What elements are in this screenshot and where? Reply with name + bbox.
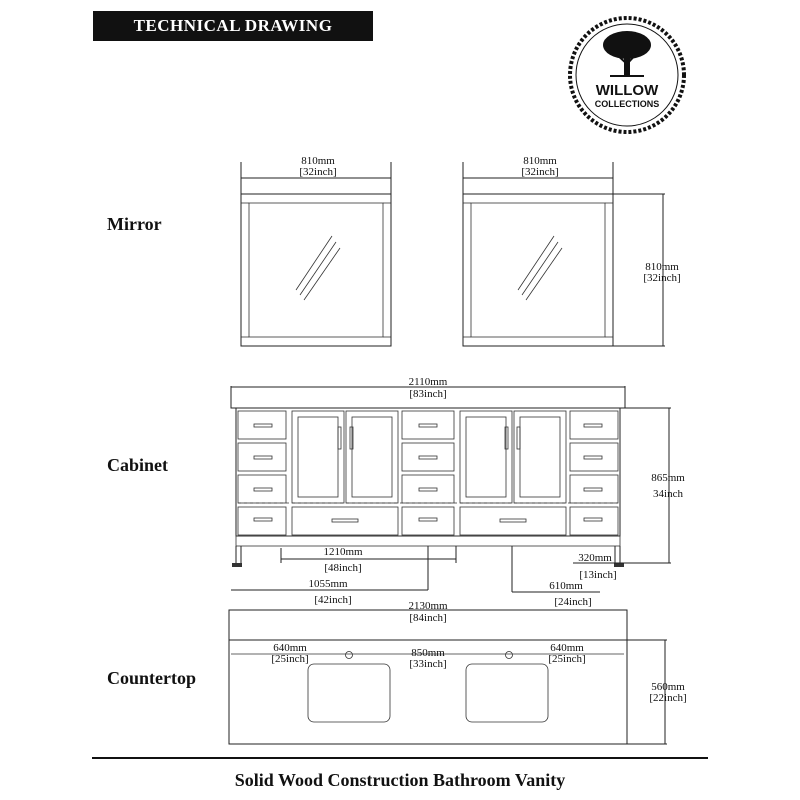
cabinet-elevation: 2110mm [83inch] [230, 376, 685, 608]
dim-counter-left-mm: 640mm [273, 642, 307, 654]
page-title: TECHNICAL DRAWING [93, 11, 373, 41]
dim-counter-right-in: [25inch] [548, 653, 585, 665]
logo-wordmark: WILLOW [596, 82, 659, 99]
dim-mirror-height-in: [32inch] [643, 272, 680, 284]
dim-cabinet-width-in: [83inch] [409, 388, 446, 400]
dim-counter-depth-in: [22inch] [649, 692, 686, 704]
dim-mirror-right-in: [32inch] [521, 166, 558, 178]
countertop-plan: 2130mm [84inch] 640mm [25inch] 850mm [33… [228, 600, 687, 745]
section-label-countertop: Countertop [107, 668, 196, 688]
dim-mirror-left-mm: 810mm [301, 155, 335, 167]
dim-cabinet-depth-in: [24inch] [554, 596, 591, 608]
sink-right [465, 663, 549, 723]
footer-divider [92, 757, 708, 759]
dim-mirror-left-in: [32inch] [299, 166, 336, 178]
footer-caption: Solid Wood Construction Bathroom Vanity [234, 770, 566, 790]
faucet-hole-left [345, 651, 353, 659]
dim-counter-mid-mm: 850mm [411, 647, 445, 659]
dim-cabinet-depth-mm: 610mm [549, 580, 583, 592]
dim-counter-mid-in: [33inch] [409, 658, 446, 670]
dim-cabinet-offset-in: [42inch] [314, 594, 351, 606]
brand-logo: WILLOW COLLECTIONS [568, 16, 686, 134]
dim-cabinet-center-in: [48inch] [324, 562, 361, 574]
section-label-mirror: Mirror [107, 214, 162, 234]
dim-counter-right-mm: 640mm [550, 642, 584, 654]
mirror-left: 810mm [32inch] [240, 155, 392, 347]
tree-icon [603, 31, 651, 77]
dim-mirror-height-mm: 810mm [645, 261, 679, 273]
dim-mirror-right-mm: 810mm [523, 155, 557, 167]
faucet-hole-right [505, 651, 513, 659]
dim-cabinet-width-mm: 2110mm [409, 376, 448, 388]
dim-counter-width-mm: 2130mm [408, 600, 448, 612]
section-label-cabinet: Cabinet [107, 455, 169, 475]
sink-left [307, 663, 391, 723]
dim-counter-width-in: [84inch] [409, 612, 446, 624]
dim-counter-depth-mm: 560mm [651, 681, 685, 693]
dim-counter-left-in: [25inch] [271, 653, 308, 665]
dim-cabinet-height-mm: 865mm [651, 472, 685, 484]
mirror-right: 810mm [32inch] 810mm [32inch] [462, 155, 681, 347]
logo-subtitle: COLLECTIONS [595, 99, 660, 109]
dim-cabinet-center-mm: 1210mm [323, 546, 363, 558]
dim-cabinet-height-in: 34inch [653, 488, 683, 500]
dim-cabinet-side-mm: 320mm [578, 552, 612, 564]
dim-cabinet-offset-mm: 1055mm [308, 578, 348, 590]
dim-cabinet-side-in: [13inch] [579, 569, 616, 581]
